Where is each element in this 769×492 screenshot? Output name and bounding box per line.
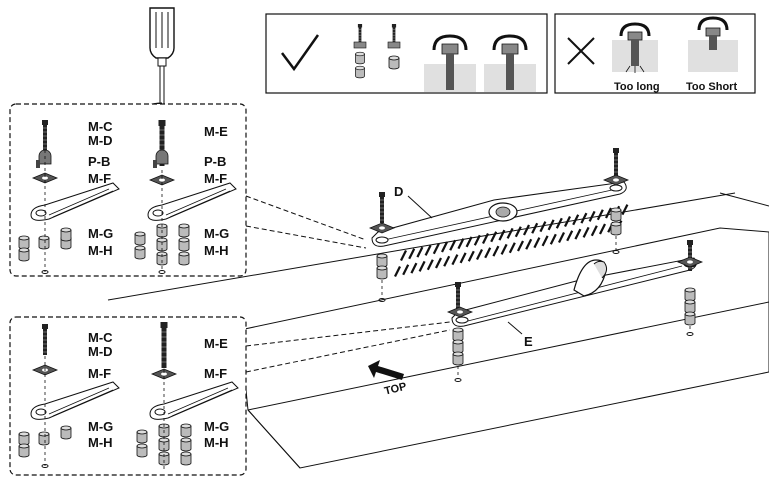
label-m-g-b2: M-G bbox=[204, 419, 229, 434]
label-m-f-2: M-F bbox=[204, 171, 227, 186]
vent-slot bbox=[508, 242, 516, 254]
wall-panel bbox=[107, 192, 769, 469]
vent-slot bbox=[582, 226, 590, 238]
cross-icon bbox=[567, 37, 595, 65]
vent-slot bbox=[449, 239, 457, 251]
bracket-e-label: E bbox=[524, 334, 533, 349]
vent-slot bbox=[443, 255, 451, 267]
label-m-h-b2: M-H bbox=[204, 435, 229, 450]
vent-slot bbox=[555, 217, 563, 229]
label-m-c-b: M-C bbox=[88, 330, 113, 345]
vent-slot bbox=[476, 249, 483, 260]
label-m-e-b: M-E bbox=[204, 336, 228, 351]
label-m-c: M-C bbox=[88, 119, 113, 134]
label-m-g: M-G bbox=[88, 226, 113, 241]
vent-slot bbox=[457, 238, 465, 250]
vent-slot bbox=[441, 241, 448, 253]
too-long-illustration bbox=[612, 22, 658, 73]
vent-slot bbox=[547, 219, 555, 231]
vent-slot bbox=[482, 233, 489, 244]
vent-slot bbox=[506, 227, 514, 239]
vent-slot bbox=[596, 209, 604, 221]
detail-box-bottom: M-C M-D M-F M-G M-H M-E M-F M-G M-H bbox=[9, 316, 247, 476]
label-p-b: P-B bbox=[88, 154, 110, 169]
label-m-g-2: M-G bbox=[204, 226, 229, 241]
label-m-d: M-D bbox=[88, 133, 113, 148]
vent-slot bbox=[590, 225, 598, 237]
label-m-h: M-H bbox=[88, 243, 113, 258]
label-m-e: M-E bbox=[204, 124, 228, 139]
vent-slot bbox=[533, 237, 541, 249]
vent-slot bbox=[490, 231, 498, 243]
vent-slot bbox=[418, 260, 426, 272]
vent-slot bbox=[410, 262, 418, 274]
vent-slot bbox=[566, 230, 574, 242]
vent-slot bbox=[402, 264, 410, 276]
too-long-label: Too long bbox=[614, 81, 660, 93]
vent-slot bbox=[492, 245, 500, 257]
vent-slot bbox=[599, 223, 606, 235]
bracket-e: E bbox=[447, 239, 703, 382]
leader-lines bbox=[245, 195, 451, 373]
vent-slot bbox=[473, 234, 481, 246]
label-m-h-b: M-H bbox=[88, 435, 113, 450]
checkmark-icon bbox=[281, 34, 320, 72]
vent-slot bbox=[435, 257, 442, 269]
vent-slot bbox=[621, 204, 629, 216]
label-m-f-b: M-F bbox=[88, 366, 111, 381]
vent-slots bbox=[394, 204, 629, 277]
incorrect-example-box: Too long Too Short bbox=[554, 13, 756, 94]
label-m-f: M-F bbox=[88, 171, 111, 186]
vent-slot bbox=[400, 250, 407, 261]
label-m-f-b2: M-F bbox=[204, 366, 227, 381]
label-p-b-2: P-B bbox=[204, 154, 226, 169]
vent-slot bbox=[549, 233, 557, 245]
vent-slot bbox=[484, 247, 492, 259]
top-label: TOP bbox=[383, 381, 408, 398]
vent-slot bbox=[517, 240, 524, 252]
vent-slot bbox=[500, 243, 508, 255]
vent-slot bbox=[564, 216, 571, 227]
vent-slot bbox=[408, 248, 416, 260]
vent-slot bbox=[416, 246, 424, 258]
vent-slot bbox=[523, 224, 530, 236]
too-short-label: Too Short bbox=[686, 81, 737, 93]
vent-slot bbox=[467, 250, 475, 262]
vent-slot bbox=[580, 212, 588, 224]
vent-slot bbox=[514, 226, 522, 238]
vent-slot bbox=[426, 259, 434, 271]
vent-slot bbox=[588, 210, 596, 222]
bracket-d: D bbox=[369, 147, 629, 302]
vent-slot bbox=[605, 207, 612, 219]
vent-slot bbox=[394, 266, 401, 277]
vent-slot bbox=[541, 235, 549, 247]
label-m-g-b: M-G bbox=[88, 419, 113, 434]
vent-slot bbox=[459, 252, 467, 264]
vent-slot bbox=[558, 232, 565, 243]
top-arrow-icon: TOP bbox=[368, 360, 408, 398]
vent-slot bbox=[498, 229, 506, 241]
vent-slot bbox=[531, 222, 539, 234]
vent-slot bbox=[539, 221, 547, 233]
vent-slot bbox=[432, 243, 440, 255]
vent-slot bbox=[574, 228, 582, 240]
too-short-illustration bbox=[688, 16, 738, 72]
vent-slot bbox=[424, 244, 432, 256]
vent-slot bbox=[465, 236, 473, 248]
label-m-h-2: M-H bbox=[204, 243, 229, 258]
label-m-d-b: M-D bbox=[88, 344, 113, 359]
vent-slot bbox=[525, 238, 533, 250]
correct-example-box bbox=[265, 13, 548, 94]
bracket-d-label: D bbox=[394, 184, 403, 199]
vent-slot bbox=[572, 214, 580, 226]
vent-slot bbox=[451, 254, 459, 266]
detail-box-top: M-C M-D P-B M-F M-G M-H M-E P-B M-F M-G … bbox=[9, 103, 247, 277]
